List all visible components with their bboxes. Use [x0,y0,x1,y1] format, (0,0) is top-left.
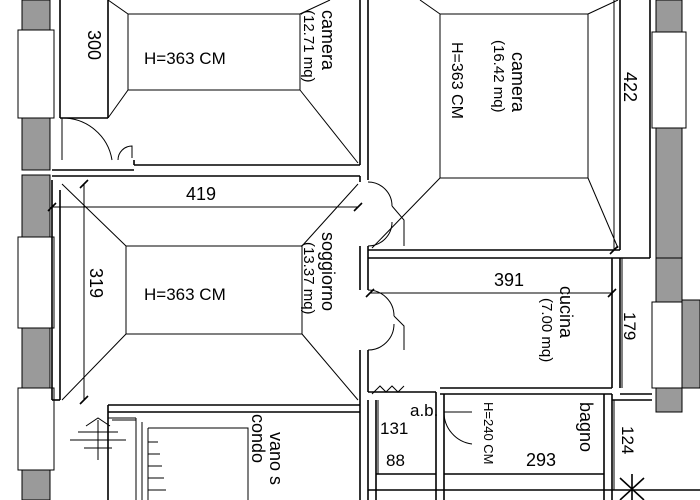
wall-left-top [21,0,51,31]
soggiorno-dim-width: 419 [186,184,216,204]
vent-icon [619,474,645,500]
window-left-2 [17,236,55,329]
soggiorno-name: soggiorno [318,232,338,311]
wall-left-mid [21,174,51,238]
wall-right-lower [655,257,683,303]
stairs [70,417,249,500]
soggiorno-area: (13.37 mq) [300,242,317,315]
camera1-height: H=363 CM [144,49,226,68]
wall-left-upper [21,117,51,171]
ceiling-vaults [61,0,619,401]
camera1-area: (12.71 mq) [300,10,317,83]
camera2-dim: 422 [620,72,640,102]
cucina-dim-width: 391 [494,270,524,290]
bagno-dim-width: 293 [526,450,556,470]
ab-dim-depth: 131 [380,419,408,438]
ab-name: a.b. [410,401,438,420]
north-arrow-icon [70,417,126,460]
camera2-height: H=363 CM [448,42,465,119]
walls [17,0,700,500]
soggiorno-dim-depth: 319 [86,268,106,298]
cucina-dim-depth: 179 [620,312,639,340]
labels: H=363 CM 300 camera (12.71 mq) camera (1… [84,10,640,485]
window-right-2 [651,301,687,389]
camera2-name: camera [508,52,528,113]
interior-walls [51,0,700,500]
cucina-name: cucina [556,286,576,339]
window-left-1 [17,29,55,119]
doors [61,117,473,445]
wall-right-top [655,0,683,33]
ab-dim-width: 88 [386,451,405,470]
wall-right-bottom [655,387,683,413]
cucina-area: (7.00 mq) [538,298,555,362]
wall-left-lower [21,327,51,389]
wall-right-mid [655,127,683,261]
camera1-dim: 300 [84,30,104,60]
dimension-lines [47,0,645,500]
window-right-1 [651,31,687,129]
bagno-dim-depth: 124 [618,426,637,454]
window-left-3 [17,387,55,471]
vano-scala-line1: vano s [266,432,286,485]
camera2-area: (16.42 mq) [490,40,507,113]
camera1-name: camera [318,10,338,71]
wall-right-edge [681,299,700,389]
bagno-name: bagno [576,402,596,452]
vano-scala-line2: condo [248,414,268,463]
soggiorno-height: H=363 CM [144,285,226,304]
wall-left-bottom [21,469,51,500]
bagno-height: H=240 CM [481,402,496,465]
